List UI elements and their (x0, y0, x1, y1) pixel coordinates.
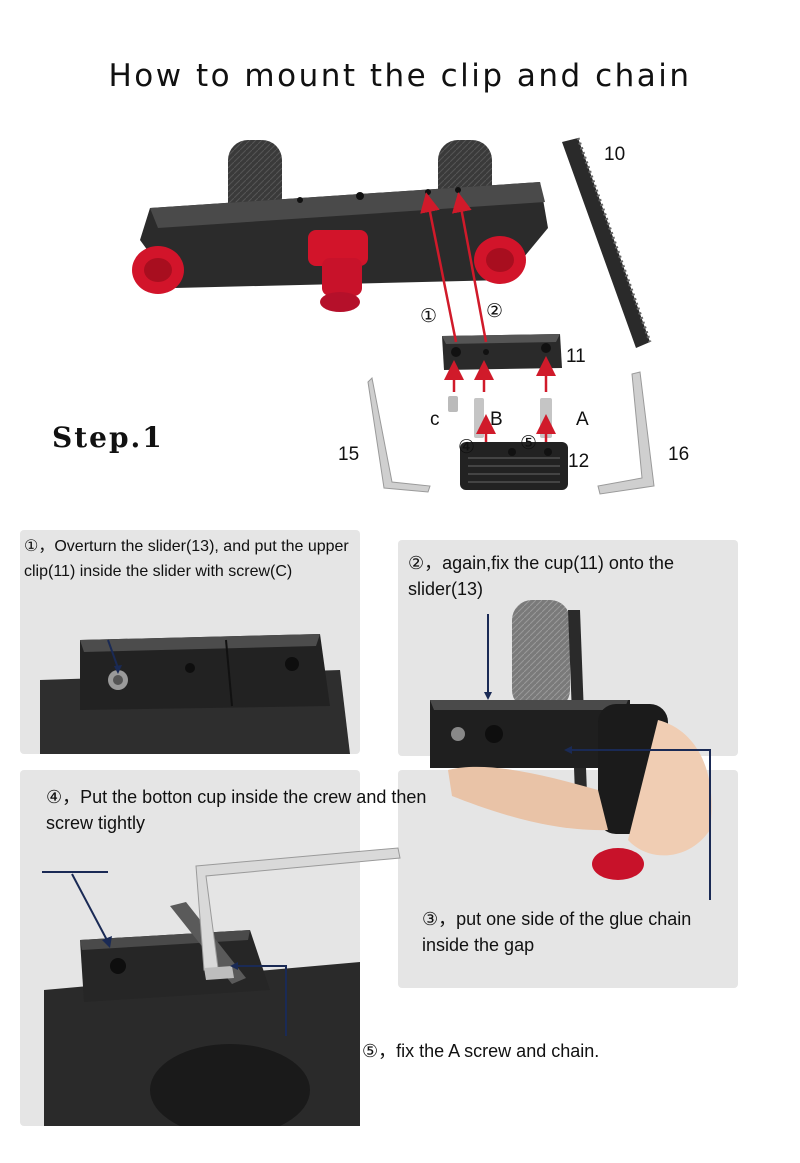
screw-label-a: A (576, 409, 589, 430)
part-label-11: 11 (566, 346, 586, 367)
assembly-arrows (420, 192, 556, 442)
exploded-view-diagram (132, 137, 655, 495)
screw-label-c: c (430, 409, 440, 430)
red-knobs (132, 230, 526, 312)
arrow-label-4: ④ (458, 437, 476, 458)
instruction-panel-1: ①，Overturn the slider(13), and put the u… (20, 530, 360, 754)
instruction-2-text: ②，again,fix the cup(11) onto the slider(… (408, 553, 674, 599)
photo-clip-on-slider (40, 634, 350, 754)
part-label-10: 10 (604, 144, 626, 165)
instruction-1-text: ①，Overturn the slider(13), and put the u… (24, 538, 349, 580)
hex-key-15 (367, 376, 431, 493)
step-label: Step.1 (52, 421, 164, 454)
photo-hex-key-tightening (42, 847, 401, 1126)
clip-11 (442, 334, 562, 370)
page-title: How to mount the clip and chain (108, 58, 692, 94)
bottom-cup-12 (460, 442, 568, 490)
hex-key-16 (597, 371, 655, 495)
instruction-4-text: ④，Put the botton cup inside the crew and… (46, 787, 427, 833)
arrow-label-1: ① (420, 306, 438, 327)
instruction-3-text: ③，put one side of the glue chain inside … (422, 909, 692, 955)
arrow-label-2: ② (486, 301, 504, 322)
screw-label-b: B (490, 409, 503, 430)
instruction-5-text: ⑤，fix the A screw and chain. (362, 1041, 600, 1061)
part-label-15: 15 (338, 444, 360, 465)
chain-10 (562, 137, 652, 348)
arrow-label-5: ⑤ (520, 433, 538, 454)
part-label-16: 16 (668, 444, 690, 465)
photo-hand-mounting-chain (430, 600, 712, 900)
part-label-12: 12 (568, 451, 590, 472)
